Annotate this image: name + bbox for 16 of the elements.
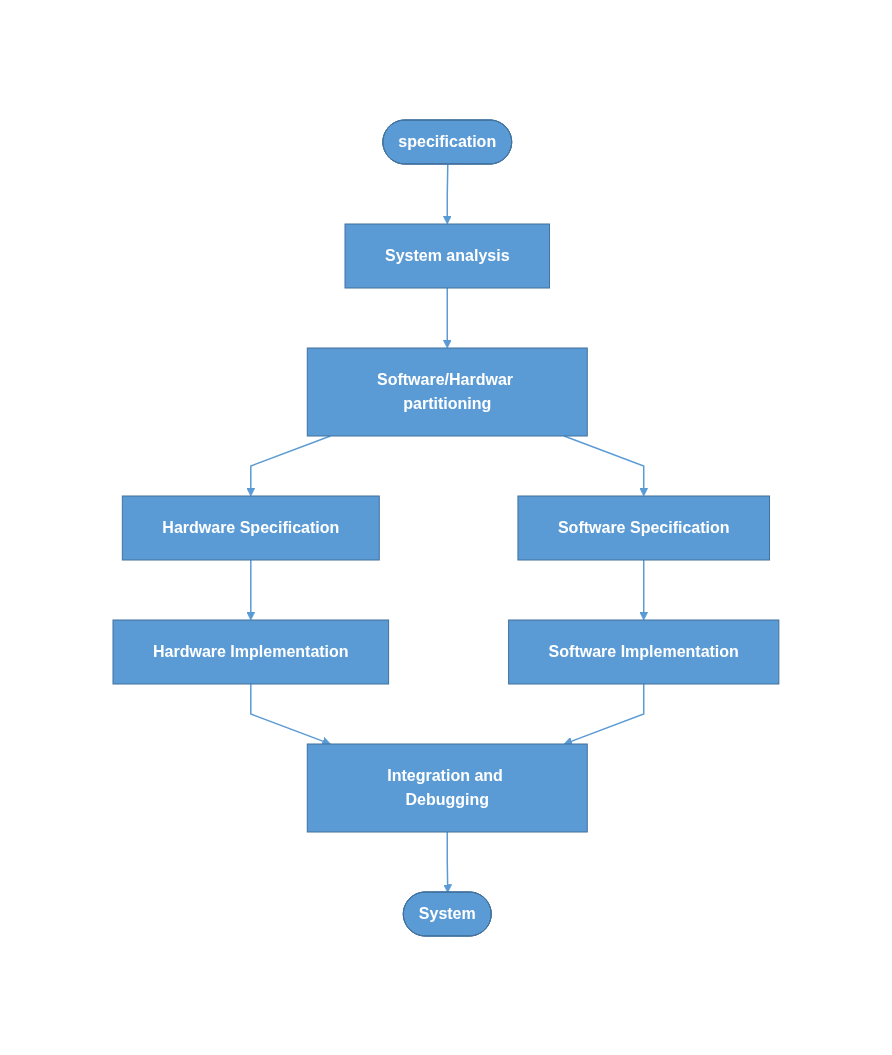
node-box: Hardware Implementation [112, 619, 390, 684]
arrow [563, 434, 649, 496]
arrow [442, 163, 452, 224]
arrow [246, 558, 256, 620]
arrow [639, 558, 649, 620]
node-box: Integration and Debugging [306, 743, 588, 832]
arrow [246, 434, 332, 496]
node-box: Software Specification [517, 495, 771, 560]
arrow [443, 830, 453, 893]
arrow [250, 682, 331, 745]
arrow [563, 682, 645, 745]
node-box: Software/Hardwar partitioning [306, 347, 588, 436]
node-box: Software Implementation [508, 619, 780, 684]
node-box: Hardware Specification [121, 495, 380, 560]
node-box: System analysis [344, 223, 551, 288]
arrow [442, 286, 452, 348]
